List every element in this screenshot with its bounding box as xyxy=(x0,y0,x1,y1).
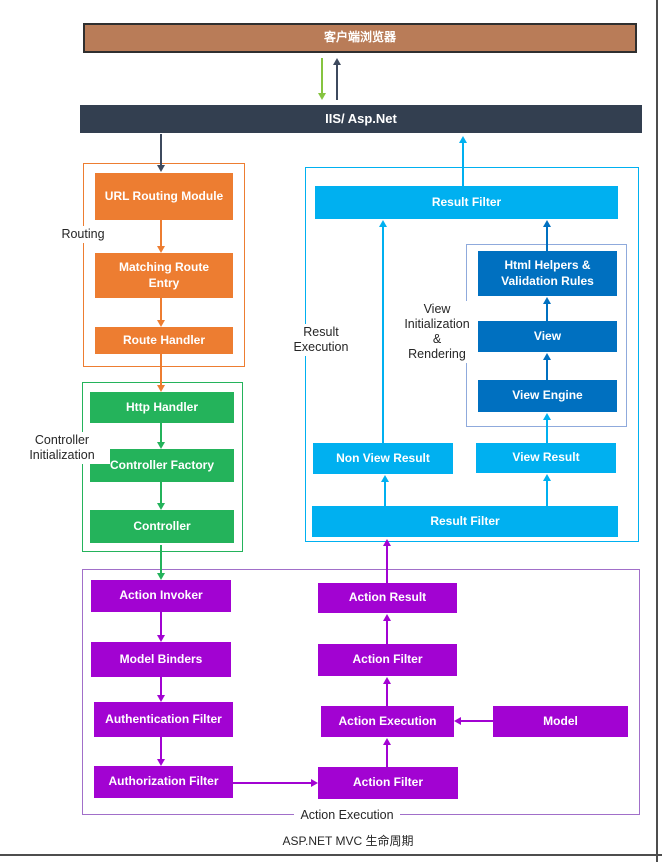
arrowhead-execution-to-action-filter-upper xyxy=(383,677,391,684)
arrow-action-filter-upper-to-result xyxy=(386,620,388,644)
arrow-model-to-action-execution xyxy=(460,720,493,722)
arrowhead-result-filter-to-view-result xyxy=(543,474,551,481)
node-client-browser: 客户端浏览器 xyxy=(83,23,637,53)
group-controller-initialization-group xyxy=(82,382,243,552)
arrow-result-filter-to-view-result xyxy=(546,480,548,506)
group-routing-group xyxy=(83,163,245,367)
node-action-execution-step: Action Execution xyxy=(321,706,454,737)
node-matching-route-entry: Matching Route Entry xyxy=(95,253,233,298)
arrow-result-filter-to-non-view-result xyxy=(384,481,386,506)
frame-bottom xyxy=(0,854,662,856)
arrowhead-iis-to-browser xyxy=(333,58,341,65)
arrow-iis-to-url-routing xyxy=(160,134,162,166)
node-action-result: Action Result xyxy=(318,583,457,613)
arrow-matching-to-route-handler xyxy=(160,298,162,321)
label-action-execution-label: Action Execution xyxy=(294,807,400,824)
arrow-execution-to-action-filter-upper xyxy=(386,683,388,706)
node-url-routing-module: URL Routing Module xyxy=(95,173,233,220)
arrow-factory-to-controller xyxy=(160,482,162,504)
arrowhead-html-helpers-to-result-filter xyxy=(543,220,551,227)
node-non-view-result: Non View Result xyxy=(313,443,453,474)
node-controller: Controller xyxy=(90,510,234,543)
arrowhead-view-engine-to-view xyxy=(543,353,551,360)
label-view-initialization-label: View Initialization & Rendering xyxy=(398,301,476,363)
arrow-controller-to-action-invoker xyxy=(160,545,162,574)
arrowhead-authorization-to-action-filter xyxy=(311,779,318,787)
arrowhead-http-handler-to-factory xyxy=(157,442,165,449)
arrow-authentication-to-authorization xyxy=(160,737,162,760)
node-authorization-filter: Authorization Filter xyxy=(94,766,233,798)
node-model-binders: Model Binders xyxy=(91,642,231,677)
node-view-engine: View Engine xyxy=(478,380,617,412)
arrowhead-non-view-result-to-result-filter-top xyxy=(379,220,387,227)
label-controller-initialization-label: Controller Initialization xyxy=(14,432,110,464)
arrowhead-view-to-html-helpers xyxy=(543,297,551,304)
arrow-action-result-to-result-filter xyxy=(386,545,388,583)
arrowhead-iis-to-url-routing xyxy=(157,165,165,172)
arrowhead-url-routing-to-matching xyxy=(157,246,165,253)
node-model: Model xyxy=(493,706,628,737)
arrowhead-browser-to-iis xyxy=(318,93,326,100)
arrowhead-invoker-to-model-binders xyxy=(157,635,165,642)
node-result-filter-top: Result Filter xyxy=(315,186,618,219)
arrowhead-controller-to-action-invoker xyxy=(157,573,165,580)
arrow-browser-to-iis xyxy=(321,58,323,94)
arrow-view-engine-to-view xyxy=(546,359,548,380)
node-html-helpers-validation-rules: Html Helpers & Validation Rules xyxy=(478,251,617,296)
arrow-view-to-html-helpers xyxy=(546,303,548,321)
arrowhead-route-handler-to-http-handler xyxy=(157,385,165,392)
label-result-execution-label: Result Execution xyxy=(283,324,359,356)
node-http-handler: Http Handler xyxy=(90,392,234,423)
arrowhead-action-result-to-result-filter xyxy=(383,539,391,546)
arrowhead-authentication-to-authorization xyxy=(157,759,165,766)
arrowhead-factory-to-controller xyxy=(157,503,165,510)
arrow-route-handler-to-http-handler xyxy=(160,354,162,386)
node-action-invoker: Action Invoker xyxy=(91,580,231,612)
arrow-result-filter-top-to-iis xyxy=(462,142,464,186)
arrowhead-result-filter-top-to-iis xyxy=(459,136,467,143)
arrow-binders-to-authentication xyxy=(160,677,162,696)
node-result-filter-bottom: Result Filter xyxy=(312,506,618,537)
node-action-filter-upper: Action Filter xyxy=(318,644,457,676)
arrowhead-view-result-to-view-engine xyxy=(543,413,551,420)
arrowhead-action-filter-lower-to-execution xyxy=(383,738,391,745)
node-controller-factory: Controller Factory xyxy=(90,449,234,482)
arrowhead-binders-to-authentication xyxy=(157,695,165,702)
node-view: View xyxy=(478,321,617,352)
node-authentication-filter: Authentication Filter xyxy=(94,702,233,737)
arrow-html-helpers-to-result-filter xyxy=(546,226,548,251)
node-view-result: View Result xyxy=(476,443,616,473)
arrow-http-handler-to-factory xyxy=(160,423,162,443)
arrow-view-result-to-view-engine xyxy=(546,419,548,443)
arrowhead-model-to-action-execution xyxy=(454,717,461,725)
node-action-filter-lower: Action Filter xyxy=(318,767,458,799)
arrow-action-filter-lower-to-execution xyxy=(386,744,388,767)
arrow-iis-to-browser xyxy=(336,64,338,100)
arrow-non-view-result-to-result-filter-top xyxy=(382,226,384,443)
node-iis-aspnet: IIS/ Asp.Net xyxy=(80,105,642,133)
arrow-invoker-to-model-binders xyxy=(160,612,162,636)
label-routing-label: Routing xyxy=(54,226,112,243)
arrow-url-routing-to-matching xyxy=(160,220,162,247)
diagram-caption: ASP.NET MVC 生命周期 xyxy=(282,834,414,848)
arrow-authorization-to-action-filter xyxy=(233,782,312,784)
arrowhead-action-filter-upper-to-result xyxy=(383,614,391,621)
arrowhead-matching-to-route-handler xyxy=(157,320,165,327)
node-route-handler: Route Handler xyxy=(95,327,233,354)
frame-right xyxy=(656,0,658,862)
arrowhead-result-filter-to-non-view-result xyxy=(381,475,389,482)
